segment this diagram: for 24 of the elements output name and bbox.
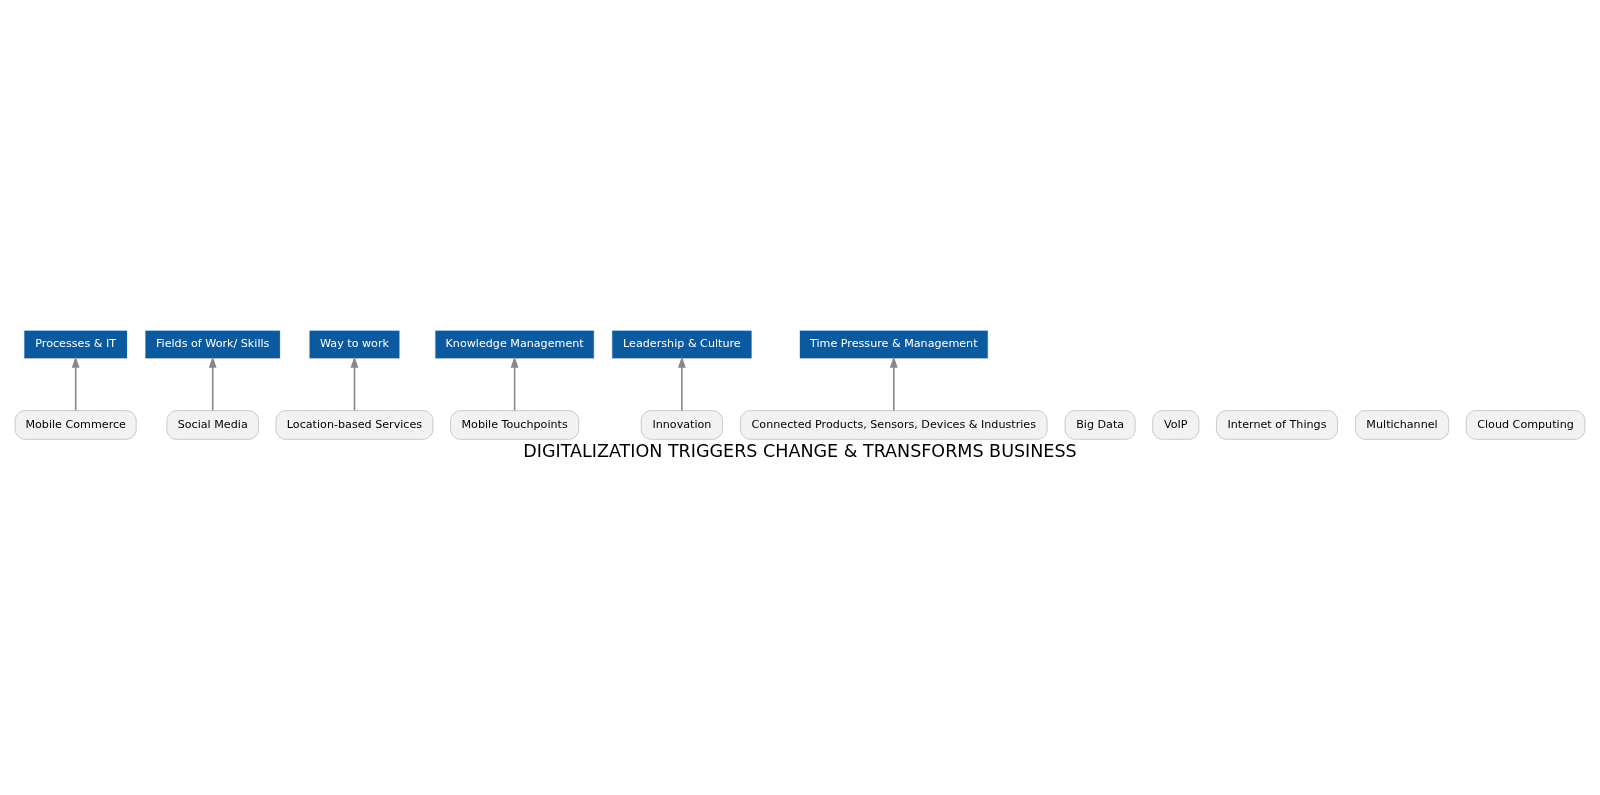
node-box: Mobile Commerce — [14, 410, 137, 440]
node-box: Innovation — [640, 410, 723, 440]
node-box: Processes & IT — [23, 329, 128, 360]
node-box: Knowledge Management — [434, 329, 595, 360]
node-box: Fields of Work/ Skills — [144, 329, 281, 360]
arrow — [208, 356, 217, 412]
arrow — [71, 356, 80, 412]
node-box: Connected Products, Sensors, Devices & Industries — [740, 410, 1048, 440]
node-box: Mobile Touchpoints — [450, 410, 580, 440]
node-box: Social Media — [166, 410, 259, 440]
arrow — [889, 356, 898, 412]
arrow — [678, 356, 686, 412]
node-box: Cloud Computing — [1465, 410, 1586, 440]
arrow — [510, 356, 519, 412]
node-box: Leadership & Culture — [611, 329, 753, 360]
diagram-title: DIGITALIZATION TRIGGERS CHANGE & TRANSFORMS BUSINESS — [523, 440, 1077, 461]
node-box: Time Pressure & Management — [799, 329, 989, 360]
node-box: Multichannel — [1355, 410, 1450, 440]
node-box: Location-based Services — [275, 410, 434, 440]
node-box: Big Data — [1064, 410, 1136, 440]
arrow — [350, 356, 359, 412]
node-box: Way to work — [308, 329, 401, 360]
node-box: VoIP — [1152, 410, 1200, 440]
node-box: Internet of Things — [1216, 410, 1338, 440]
